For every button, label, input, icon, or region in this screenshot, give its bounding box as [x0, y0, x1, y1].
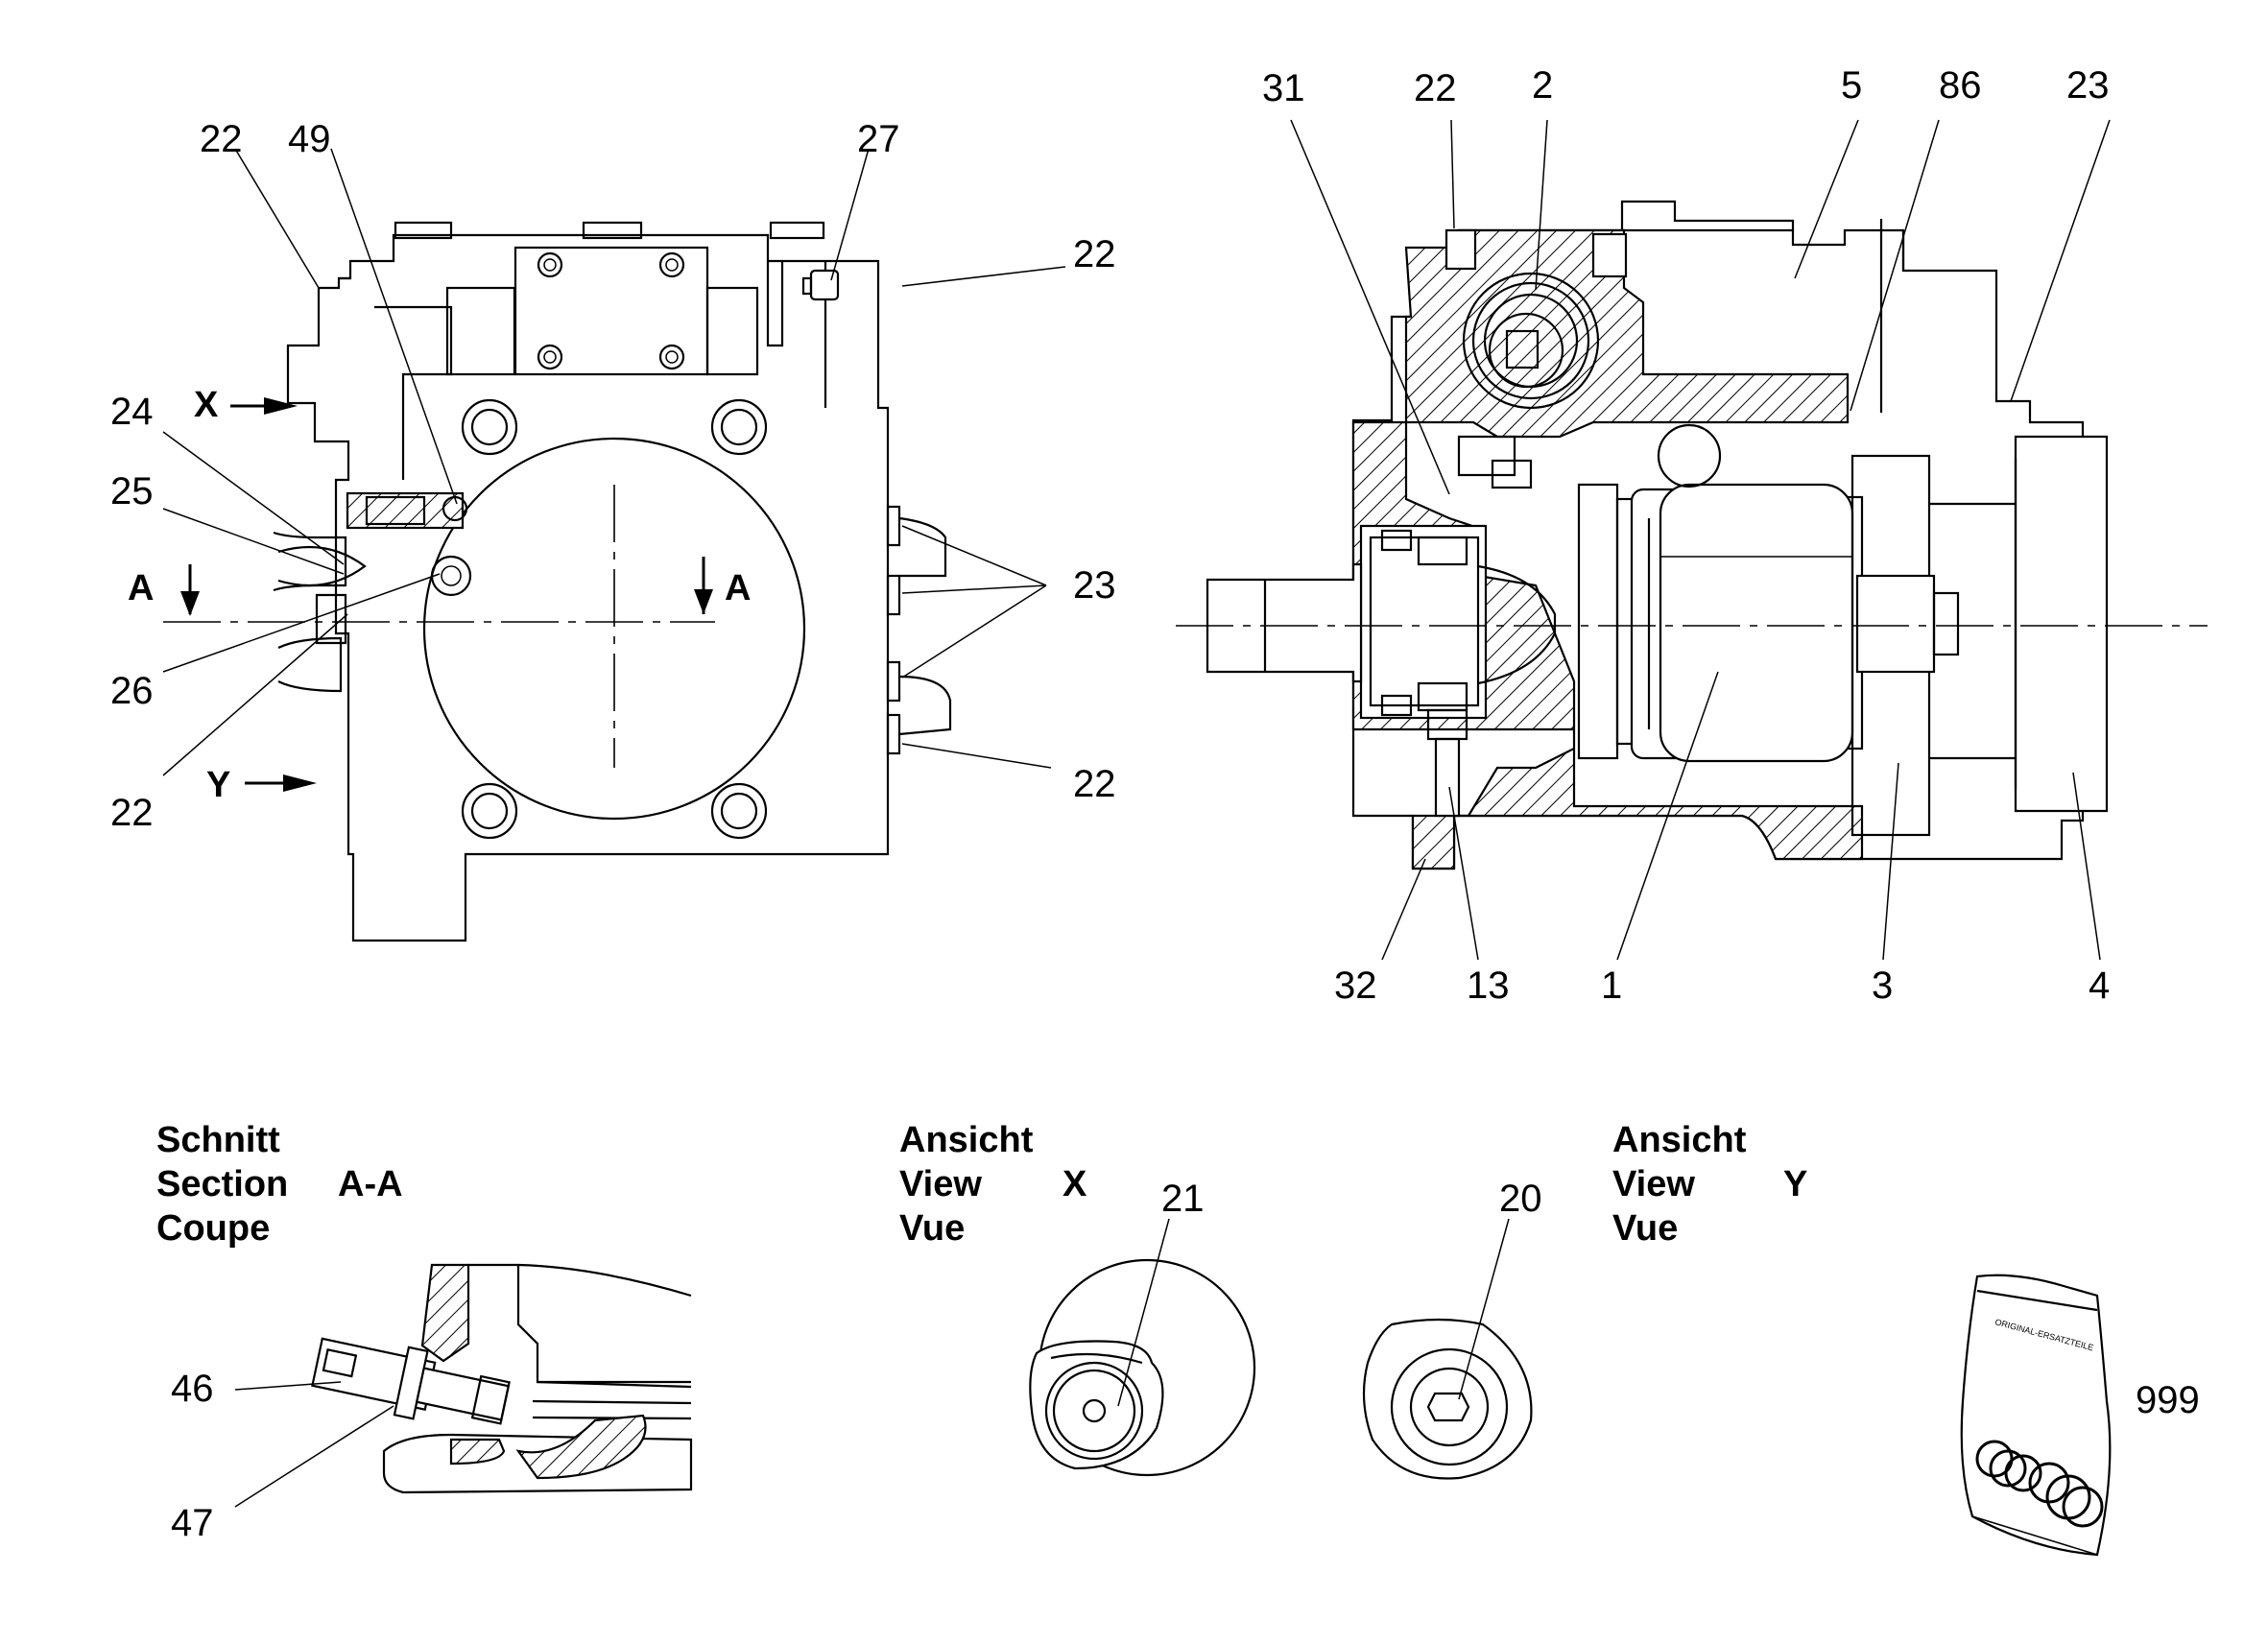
label-31: 31	[1262, 67, 1305, 109]
caption-section-aa: Schnitt Section Coupe A-A	[156, 1120, 403, 1249]
label-999: 999	[2136, 1379, 2200, 1421]
label-24: 24	[110, 391, 154, 433]
view-x-detail	[1029, 1218, 1256, 1477]
label-49: 49	[288, 118, 331, 160]
label-27: 27	[857, 118, 900, 160]
label-13: 13	[1467, 965, 1510, 1007]
flange-bolts	[461, 398, 768, 840]
label-23: 23	[2066, 64, 2110, 107]
label-32: 32	[1334, 965, 1377, 1007]
o-rings	[1975, 1440, 2104, 1528]
svg-text:A-A: A-A	[338, 1164, 403, 1204]
svg-text:Vue: Vue	[1612, 1208, 1678, 1249]
svg-text:Vue: Vue	[899, 1208, 965, 1249]
label-46: 46	[171, 1368, 214, 1410]
section-markers	[180, 397, 713, 792]
label-4: 4	[2089, 965, 2110, 1007]
label-25: 25	[110, 470, 154, 512]
label-y-arrow: Y	[206, 765, 230, 805]
label-23: 23	[1073, 564, 1116, 607]
svg-text:X: X	[1062, 1164, 1087, 1204]
label-86: 86	[1939, 64, 1982, 107]
label-22: 22	[110, 792, 154, 834]
label-22: 22	[200, 118, 243, 160]
front-view	[163, 221, 952, 942]
seal-kit-bag: ORIGINAL-ERSATZTEILE	[1960, 1274, 2112, 1557]
label-22: 22	[1073, 763, 1116, 805]
svg-text:View: View	[899, 1164, 982, 1204]
section-aa-detail	[234, 1263, 693, 1508]
label-20: 20	[1499, 1178, 1542, 1220]
label-3: 3	[1872, 965, 1893, 1007]
label-1: 1	[1601, 965, 1622, 1007]
label-x-arrow: X	[194, 385, 219, 425]
svg-text:Ansicht: Ansicht	[1612, 1120, 1747, 1160]
callout-labels: 22 49 27 22 24 X 25 A A 23 26 22 Y 22 31…	[110, 64, 2200, 1544]
label-22: 22	[1073, 233, 1116, 275]
svg-text:Schnitt: Schnitt	[156, 1120, 280, 1160]
svg-text:Section: Section	[156, 1164, 288, 1204]
label-47: 47	[171, 1502, 214, 1544]
label-section-a: A	[128, 568, 154, 608]
leaders-front	[162, 148, 1066, 776]
svg-text:Coupe: Coupe	[156, 1208, 270, 1249]
leaders-section	[1290, 119, 2111, 961]
label-2: 2	[1532, 64, 1553, 107]
caption-view-y: Ansicht View Vue Y	[1612, 1120, 1807, 1249]
svg-text:Ansicht: Ansicht	[899, 1120, 1034, 1160]
caption-view-x: Ansicht View Vue X	[899, 1120, 1087, 1249]
label-26: 26	[110, 670, 154, 712]
section-view	[1176, 200, 2208, 870]
svg-text:Y: Y	[1783, 1164, 1807, 1204]
label-21: 21	[1161, 1178, 1205, 1220]
view-y-detail	[1362, 1218, 1533, 1480]
label-5: 5	[1841, 64, 1862, 107]
label-22: 22	[1414, 67, 1457, 109]
svg-text:View: View	[1612, 1164, 1695, 1204]
label-section-a: A	[725, 568, 751, 608]
